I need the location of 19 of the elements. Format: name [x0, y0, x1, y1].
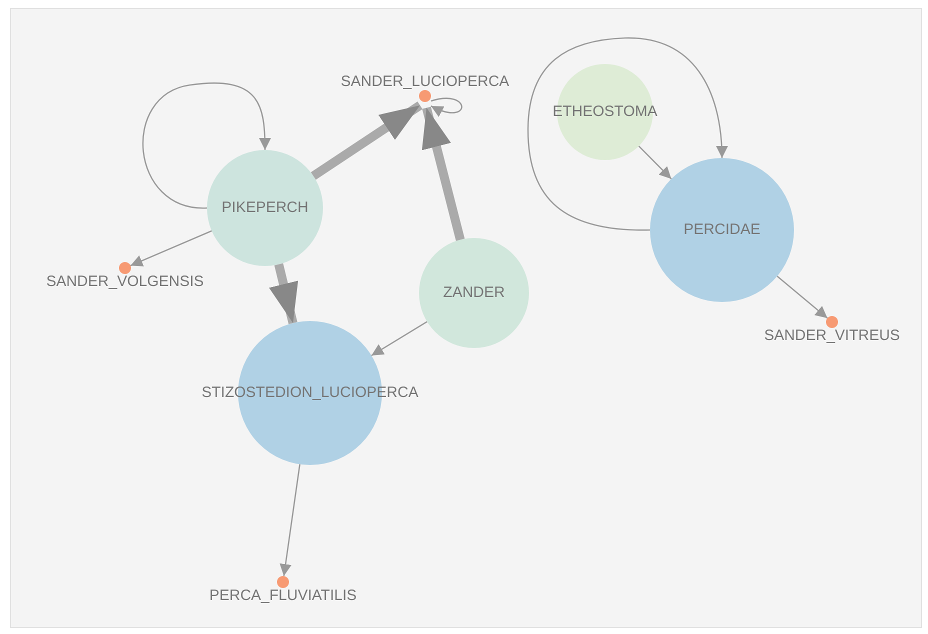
arrow: [638, 146, 672, 180]
arrow: [430, 98, 462, 116]
node-label: SANDER_LUCIOPERCA: [340, 74, 510, 90]
arrow: [371, 321, 428, 356]
thick-arrow: [268, 263, 298, 324]
arrow: [776, 276, 828, 319]
node-label: PIKEPERCH: [222, 198, 308, 218]
arrow: [527, 37, 728, 231]
thick-arrow: [310, 102, 422, 180]
arrow: [142, 82, 271, 209]
arrow: [130, 230, 212, 266]
node-label: SANDER_VITREUS: [764, 328, 900, 344]
thick-arrow: [422, 106, 465, 241]
arrow: [280, 464, 300, 576]
node-label: ZANDER: [443, 282, 505, 303]
node-label: ETHEOSTOMA: [552, 102, 658, 122]
node-label: PERCA_FLUVIATILIS: [209, 588, 357, 604]
node-label: PERCIDAE: [684, 220, 760, 240]
node-label: SANDER_VOLGENSIS: [46, 274, 204, 290]
